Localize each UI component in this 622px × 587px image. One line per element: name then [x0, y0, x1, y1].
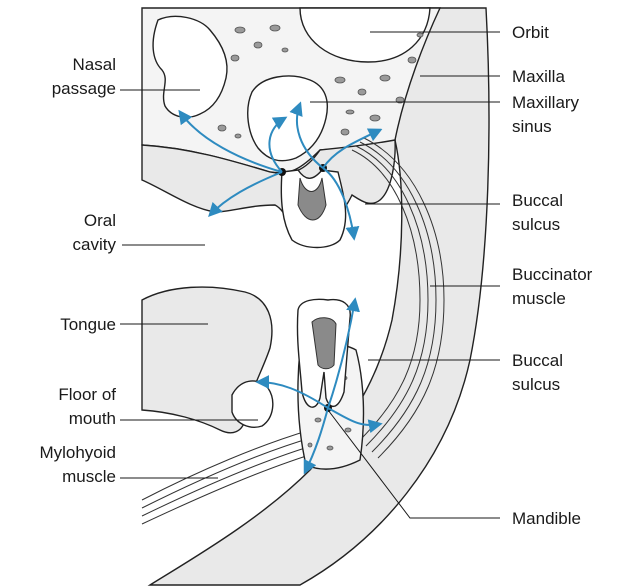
label-buccal-sulcus-lower-line2: sulcus — [512, 375, 560, 394]
label-nasal-passage-line2: passage — [52, 79, 116, 98]
label-oral-cavity-line2: cavity — [73, 235, 117, 254]
label-tongue: Tongue — [60, 315, 116, 334]
label-buccinator-line2: muscle — [512, 289, 566, 308]
label-oral-cavity-line1: Oral — [84, 211, 116, 230]
label-buccal-sulcus-upper-line1: Buccal — [512, 191, 563, 210]
label-mylohyoid-line1: Mylohyoid — [39, 443, 116, 462]
label-mandible: Mandible — [512, 509, 581, 528]
label-buccinator-line1: Buccinator — [512, 265, 593, 284]
label-maxillary-sinus-line1: Maxillary — [512, 93, 580, 112]
label-nasal-passage-line1: Nasal — [73, 55, 116, 74]
label-maxillary-sinus-line2: sinus — [512, 117, 552, 136]
label-orbit: Orbit — [512, 23, 549, 42]
label-buccal-sulcus-upper-line2: sulcus — [512, 215, 560, 234]
label-mylohyoid-line2: muscle — [62, 467, 116, 486]
label-maxilla: Maxilla — [512, 67, 565, 86]
label-floor-of-mouth-line2: mouth — [69, 409, 116, 428]
label-floor-of-mouth-line1: Floor of — [58, 385, 116, 404]
label-buccal-sulcus-lower-line1: Buccal — [512, 351, 563, 370]
